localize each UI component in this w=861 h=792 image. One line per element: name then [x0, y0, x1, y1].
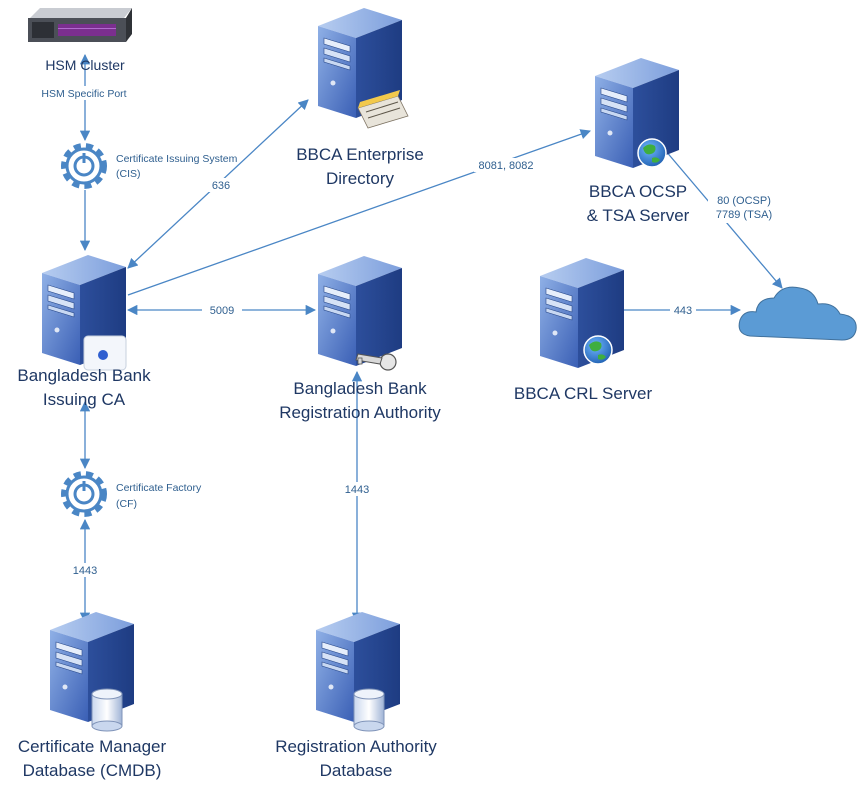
- cf-label-line2: (CF): [116, 498, 137, 510]
- crl-label: BBCA CRL Server: [514, 384, 653, 403]
- ocsp-label-line2: & TSA Server: [587, 206, 690, 225]
- ocsp-label-line1: BBCA OCSP: [589, 182, 687, 201]
- radb-label-line2: Database: [320, 761, 393, 780]
- ra-server-icon[interactable]: [317, 255, 403, 371]
- hsm-label: HSM Cluster: [45, 57, 125, 73]
- database-server-icon[interactable]: [315, 611, 401, 732]
- ca-server-icon[interactable]: [41, 254, 127, 371]
- directory-label-line1: BBCA Enterprise: [296, 145, 424, 164]
- cis-label-line1: Certificate Issuing System: [116, 153, 238, 165]
- issuing-ca-label-line2: Issuing CA: [43, 390, 126, 409]
- gear-icon[interactable]: [61, 143, 107, 189]
- edge-label-ra-1443: 1443: [345, 484, 369, 496]
- edge-label-443: 443: [674, 305, 692, 317]
- web-server-icon[interactable]: [594, 57, 680, 169]
- edge-label-ocsp-port: 80 (OCSP): [717, 195, 771, 207]
- cf-label-line1: Certificate Factory: [116, 482, 202, 494]
- ra-label-line1: Bangladesh Bank: [293, 379, 427, 398]
- edge-label-tsa-port: 7789 (TSA): [716, 209, 772, 221]
- gear-icon[interactable]: [61, 471, 107, 517]
- edge-label-636: 636: [212, 180, 230, 192]
- ra-label-line2: Registration Authority: [279, 403, 441, 422]
- database-server-icon[interactable]: [49, 611, 135, 732]
- directory-label-line2: Directory: [326, 169, 395, 188]
- edge-label-hsm-port: HSM Specific Port: [41, 88, 126, 100]
- edge-label-5009: 5009: [210, 305, 234, 317]
- hsm-appliance-icon[interactable]: [28, 8, 132, 42]
- cis-label-line2: (CIS): [116, 168, 141, 180]
- web-server-icon[interactable]: [539, 257, 625, 369]
- edge-labels: HSM Specific Port 636 8081, 8082 5009 80…: [34, 86, 782, 577]
- cmdb-label-line2: Database (CMDB): [23, 761, 162, 780]
- radb-label-line1: Registration Authority: [275, 737, 437, 756]
- directory-server-icon[interactable]: [317, 7, 409, 129]
- issuing-ca-label-line1: Bangladesh Bank: [17, 366, 151, 385]
- cloud-icon[interactable]: [738, 286, 857, 341]
- cmdb-label-line1: Certificate Manager: [18, 737, 167, 756]
- edge-label-8081: 8081, 8082: [478, 160, 533, 172]
- edge-label-cf-1443: 1443: [73, 565, 97, 577]
